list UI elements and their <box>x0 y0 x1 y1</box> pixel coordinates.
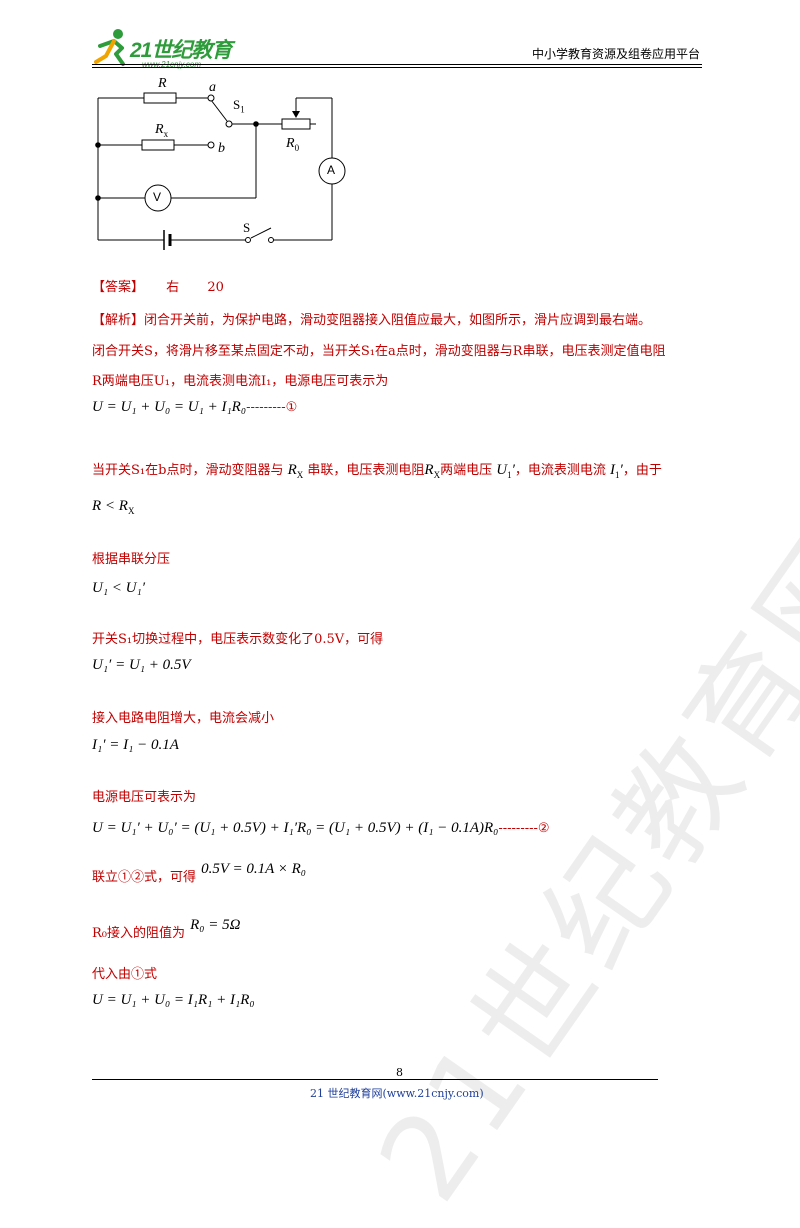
label-S1: S1 <box>233 97 245 115</box>
equation-4: U₁′ = U₁ + 0.5V <box>92 657 191 673</box>
label-b: b <box>218 141 225 156</box>
label-a: a <box>209 80 216 95</box>
equation-6: U = U₁′ + U₀′ = (U₁ + 0.5V) + I₁′R₀ = (U… <box>92 817 550 837</box>
analysis-line-3: R两端电压U₁，电流表测电流I₁，电源电压可表示为 <box>92 374 389 389</box>
footer-rule <box>92 1079 658 1080</box>
analysis-line-5: 根据串联分压 <box>92 552 171 567</box>
equation-1: U = U₁ + U₀ = U₁ + I₁R₀---------① <box>92 396 297 416</box>
ammeter-label: A <box>327 163 336 177</box>
watermark: 21世纪教育网精选资料 <box>352 98 800 1225</box>
label-Rx: Rx <box>155 122 168 139</box>
equation-1-mark: ---------① <box>246 400 298 415</box>
line4-rx-2: RX <box>424 462 441 480</box>
line4-part-c: 两端电压 <box>440 463 493 478</box>
header-rule-thin <box>92 67 702 68</box>
analysis-line-7: 接入电路电阻增大，电流会减小 <box>92 711 275 726</box>
line4-rx-1: RX <box>287 462 304 480</box>
logo-title: 21世纪教育 <box>130 39 232 62</box>
line4-u1prime: U1′ <box>496 462 515 480</box>
analysis-line-10: R₀接入的阻值为 R₀ = 5Ω <box>92 917 240 942</box>
equation-9: U = U₁ + U₀ = I₁R₁ + I₁R₀ <box>92 992 255 1008</box>
equation-3: U₁ < U₁′ <box>92 580 145 596</box>
answer-value-1: 右 <box>166 280 180 295</box>
line10-text: R₀接入的阻值为 <box>92 926 185 941</box>
label-Rx-sub: x <box>163 128 169 139</box>
analysis-line-6: 开关S₁切换过程中，电压表示数变化了0.5V，可得 <box>92 632 384 647</box>
analysis-line-1: 【解析】闭合开关前，为保护电路，滑动变阻器接入阻值应最大，如图所示，滑片应调到最… <box>92 309 651 328</box>
label-S: S <box>243 220 251 235</box>
answer-line: 【答案】 右 20 <box>92 276 224 295</box>
page-number: 8 <box>396 1066 403 1079</box>
line4-i1prime: I1′ <box>610 462 623 480</box>
header-rule <box>92 64 702 65</box>
footer-text: 21 世纪教育网(www.21cnjy.com) <box>310 1087 484 1100</box>
analysis-line-4: 当开关S₁在b点时，滑动变阻器与 RX 串联，电压表测电阻RX两端电压 U1′，… <box>92 459 662 480</box>
equation-1-text: U = U₁ + U₀ = U₁ + I₁R₀ <box>92 399 247 415</box>
equation-2: R < RX <box>92 498 135 516</box>
analysis-line-9: 联立①②式，可得 0.5V = 0.1A × R₀ <box>92 861 306 886</box>
label-S1-main: S <box>233 97 241 112</box>
line4-part-e: ，由于 <box>622 463 662 478</box>
label-R0: R0 <box>286 136 299 153</box>
equation-5: I₁′ = I₁ − 0.1A <box>92 737 179 753</box>
equation-8: R₀ = 5Ω <box>190 917 241 933</box>
line4-part-b: 串联，电压表测电阻 <box>307 463 425 478</box>
label-R: R <box>158 76 167 91</box>
line9-text: 联立①②式，可得 <box>92 870 197 885</box>
analysis-text-1: 闭合开关前，为保护电路，滑动变阻器接入阻值应最大，如图所示，滑片应调到最右端。 <box>144 313 652 328</box>
line4-part-d: ，电流表测电流 <box>514 463 606 478</box>
analysis-tag: 【解析】 <box>92 313 145 328</box>
equation-7: 0.5V = 0.1A × R₀ <box>201 861 307 877</box>
equation-6-text: U = U₁′ + U₀′ = (U₁ + 0.5V) + I₁′R₀ = (U… <box>92 820 499 836</box>
equation-6-mark: ---------② <box>498 821 550 836</box>
line4-part-a: 当开关S₁在b点时，滑动变阻器与 <box>92 463 284 478</box>
label-Rx-main: R <box>155 122 164 137</box>
answer-tag: 【答案】 <box>92 280 145 295</box>
label-R0-main: R <box>286 136 295 151</box>
header-right-text: 中小学教育资源及组卷应用平台 <box>531 47 700 61</box>
analysis-line-2: 闭合开关S，将滑片移至某点固定不动，当开关S₁在a点时，滑动变阻器与R串联，电压… <box>92 344 666 359</box>
label-S1-sub: 1 <box>240 104 245 115</box>
runner-logo-icon <box>94 29 125 66</box>
circuit-diagram <box>95 92 346 250</box>
analysis-line-11: 代入由①式 <box>92 967 158 982</box>
answer-value-2: 20 <box>207 280 224 295</box>
voltmeter-label: V <box>153 190 162 204</box>
label-R0-sub: 0 <box>294 142 300 153</box>
analysis-line-8: 电源电压可表示为 <box>92 790 197 805</box>
